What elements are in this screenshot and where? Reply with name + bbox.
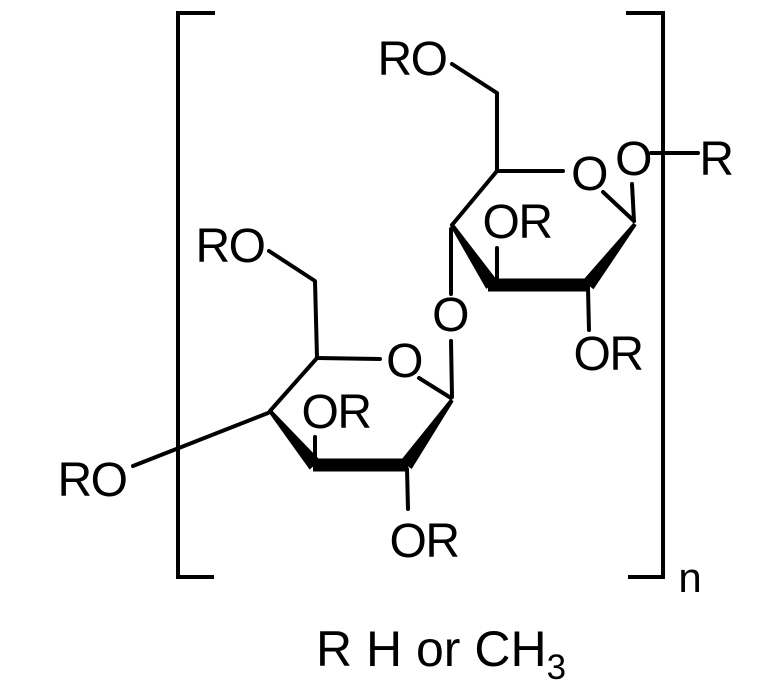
lower-ch2-bond — [267, 249, 319, 360]
upper-anomeric-o-label: O — [615, 133, 651, 186]
repeat-index-label: n — [678, 554, 701, 601]
caption: R H or CH3 — [316, 621, 566, 686]
upper-bottom-edge — [488, 278, 590, 292]
lower-c4-ro-bond — [131, 411, 270, 468]
upper-ch2-ro-label: RO — [378, 33, 447, 86]
lower-c4-c5-bond — [268, 356, 319, 413]
upper-ringO-c1-bond — [601, 190, 636, 223]
lower-glycosidicO-c1-bond — [449, 339, 454, 399]
upper-c2-or-label: OR — [574, 328, 643, 381]
upper-c4-c5-bond — [450, 169, 499, 227]
left-bracket-path — [176, 11, 215, 579]
right-bracket-path — [626, 11, 665, 579]
upper-ch2-bond — [450, 62, 499, 173]
lower-c4-ro-label: RO — [58, 454, 127, 507]
caption-text: R H or CH3 — [316, 621, 566, 686]
caption-subscript: 3 — [547, 648, 566, 686]
lower-bottom-edge — [313, 458, 408, 472]
upper-anomericO-c1-bond — [630, 182, 636, 223]
glycosidic-o-label: O — [432, 289, 468, 342]
lower-c2-or-bond — [405, 467, 410, 511]
caption-main: R H or CH — [316, 621, 547, 677]
lower-inner-or-label: OR — [302, 386, 371, 439]
upper-ring-o-label: O — [571, 148, 607, 201]
upper-c2-or-bond — [586, 287, 591, 332]
upper-end-r-label: R — [699, 133, 732, 186]
left-bracket — [176, 11, 215, 579]
lower-ringO-c1-bond — [417, 376, 453, 400]
lower-ring: RO O OR OR RO — [58, 220, 461, 568]
lower-left-wedge — [268, 409, 321, 470]
lower-ring-o-label: O — [386, 335, 422, 388]
lower-c2-or-label: OR — [390, 515, 459, 568]
upper-right-wedge — [582, 222, 637, 290]
upper-ring: RO O O R OR OR — [378, 33, 735, 381]
upper-inner-or-label: OR — [483, 196, 552, 249]
upper-left-wedge — [450, 223, 498, 289]
lower-ch2-ro-label: RO — [196, 220, 265, 273]
lower-c5-ringO-bond — [315, 356, 382, 361]
lower-right-wedge — [400, 398, 454, 469]
right-bracket — [626, 11, 665, 579]
